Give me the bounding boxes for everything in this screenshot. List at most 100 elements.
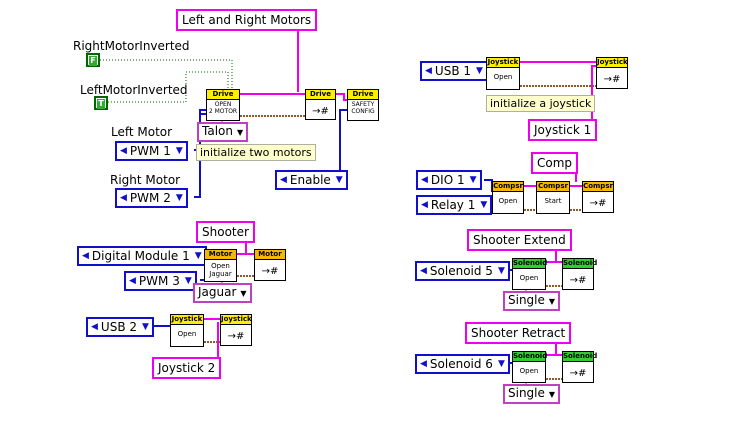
refnum-icon: →# xyxy=(261,266,279,277)
joystick2-name-indicator[interactable]: Joystick 2 xyxy=(152,357,222,379)
joystick1-name-indicator[interactable]: Joystick 1 xyxy=(528,119,598,141)
chevron-down-icon: ▼ xyxy=(194,251,202,261)
vi-header: Joystick xyxy=(597,58,628,68)
dropdown-icon: ◀ xyxy=(120,146,127,156)
joystick1-name: Joystick 1 xyxy=(534,123,592,137)
shooter-title-indicator[interactable]: Shooter xyxy=(196,221,255,243)
dropdown-icon: ◀ xyxy=(82,251,89,261)
right-motor-ring[interactable]: ◀PWM 2▼ xyxy=(115,188,188,208)
vi-body-line2: CONFIG xyxy=(351,108,375,115)
vi-body-line1: Open xyxy=(493,73,513,81)
dropdown-icon: ◀ xyxy=(280,175,287,185)
refnum-icon: →# xyxy=(227,331,245,342)
shooter-retract-indicator[interactable]: Shooter Retract xyxy=(465,322,572,344)
left-inverted-label: LeftMotorInverted xyxy=(80,83,188,97)
refnum-icon: →# xyxy=(569,275,587,286)
vi-header: Solenoid xyxy=(513,352,548,362)
solenoid-refnum-vi-retract[interactable]: Solenoid →# xyxy=(562,351,598,383)
shooter-title: Shooter xyxy=(202,225,249,239)
refnum-icon: →# xyxy=(569,368,587,379)
joystick2-open-vi[interactable]: Joystick Open xyxy=(170,314,204,347)
vi-header: Drive xyxy=(306,90,335,100)
drive-refnum-vi[interactable]: Drive →# xyxy=(305,89,336,120)
vi-body-line1: Open xyxy=(519,274,539,282)
solenoid-mode-enum-extend[interactable]: Single▼ xyxy=(503,291,561,311)
vi-body-line1: Open xyxy=(211,262,230,270)
vi-header: Joystick xyxy=(171,315,203,325)
compressor-refnum-vi[interactable]: Compsr →# xyxy=(582,181,614,213)
solenoid-mode-enum-retract[interactable]: Single▼ xyxy=(503,384,561,404)
vi-header: Compsr xyxy=(493,182,523,192)
usb1-ring[interactable]: ◀USB 1▼ xyxy=(420,61,488,81)
vi-body-line2: 2 MOTOR xyxy=(208,108,238,115)
chevron-down-icon: ▼ xyxy=(497,359,505,369)
dio1-ring[interactable]: ◀DIO 1▼ xyxy=(416,170,482,190)
vi-header: Motor xyxy=(205,250,236,260)
vi-body-line1: Start xyxy=(544,197,562,205)
left-motor-label: Left Motor xyxy=(111,125,173,139)
motor-refnum-vi[interactable]: Motor →# xyxy=(254,249,286,281)
dropdown-icon: ◀ xyxy=(425,66,432,76)
chevron-down-icon: ▼ xyxy=(476,66,483,76)
chevron-down-icon: ▼ xyxy=(548,390,556,399)
chevron-down-icon: ▼ xyxy=(469,175,477,185)
motor-type-enum-talon[interactable]: Talon▼ xyxy=(197,122,249,142)
vi-body-line1: OPEN xyxy=(214,101,232,108)
left-inverted-constant[interactable]: T xyxy=(94,96,108,110)
vi-body-line1: Open xyxy=(498,197,518,205)
chevron-down-icon: ▼ xyxy=(142,322,149,332)
joystick1-open-vi[interactable]: Joystick Open xyxy=(486,57,520,90)
vi-header: Joystick xyxy=(221,315,252,325)
digital-module-ring[interactable]: ◀Digital Module 1▼ xyxy=(77,246,207,266)
joystick1-refnum-vi[interactable]: Joystick →# xyxy=(596,57,628,89)
comp-title-indicator[interactable]: Comp xyxy=(531,152,579,174)
vi-header: Solenoid xyxy=(563,352,598,362)
vi-body-line1: Open xyxy=(177,330,197,338)
solenoid5-ring[interactable]: ◀Solenoid 5▼ xyxy=(415,261,510,281)
chevron-down-icon: ▼ xyxy=(175,146,183,156)
compressor-start-vi[interactable]: Compsr Start xyxy=(536,181,570,214)
usb2-ring[interactable]: ◀USB 2▼ xyxy=(86,317,154,337)
dropdown-icon: ◀ xyxy=(420,266,427,276)
vi-header: Drive xyxy=(348,90,378,100)
joystick2-refnum-vi[interactable]: Joystick →# xyxy=(220,314,252,346)
shooter-extend-title: Shooter Extend xyxy=(473,233,566,247)
shooter-extend-indicator[interactable]: Shooter Extend xyxy=(467,229,572,251)
vi-body-line1: Open xyxy=(519,367,539,375)
left-motor-ring[interactable]: ◀PWM 1▼ xyxy=(115,141,188,161)
pwm3-ring[interactable]: ◀PWM 3▼ xyxy=(124,271,197,291)
dropdown-icon: ◀ xyxy=(420,359,427,369)
right-motor-label: Right Motor xyxy=(110,173,181,187)
dropdown-icon: ◀ xyxy=(421,200,428,210)
motor-type-enum-jaguar[interactable]: Jaguar▼ xyxy=(193,283,252,303)
solenoid-open-vi-extend[interactable]: Solenoid Open xyxy=(512,258,547,290)
motors-comment: initialize two motors xyxy=(196,144,316,161)
chevron-down-icon: ▼ xyxy=(548,297,556,306)
right-inverted-constant[interactable]: F xyxy=(86,53,100,67)
wire-dio xyxy=(484,179,493,192)
relay1-ring[interactable]: ◀Relay 1▼ xyxy=(416,195,493,215)
compressor-open-vi[interactable]: Compsr Open xyxy=(492,181,524,214)
chevron-down-icon: ▼ xyxy=(184,276,192,286)
vi-body-line2: Jaguar xyxy=(209,270,232,278)
enable-ring[interactable]: ◀Enable▼ xyxy=(275,170,348,190)
chevron-down-icon: ▼ xyxy=(497,266,505,276)
vi-header: Motor xyxy=(255,250,285,260)
dropdown-icon: ◀ xyxy=(91,322,98,332)
dropdown-icon: ◀ xyxy=(421,175,428,185)
vi-header: Drive xyxy=(207,90,239,100)
solenoid-refnum-vi-extend[interactable]: Solenoid →# xyxy=(562,258,597,290)
comp-title: Comp xyxy=(537,156,573,170)
solenoid-open-vi-retract[interactable]: Solenoid Open xyxy=(512,351,548,383)
motors-title-indicator[interactable]: Left and Right Motors xyxy=(176,9,318,31)
motors-title: Left and Right Motors xyxy=(182,13,312,27)
solenoid6-ring[interactable]: ◀Solenoid 6▼ xyxy=(415,354,510,374)
refnum-icon: →# xyxy=(312,106,329,117)
chevron-down-icon: ▼ xyxy=(480,200,488,210)
wire-drive-to-safety xyxy=(336,93,348,101)
chevron-down-icon: ▼ xyxy=(236,128,244,137)
